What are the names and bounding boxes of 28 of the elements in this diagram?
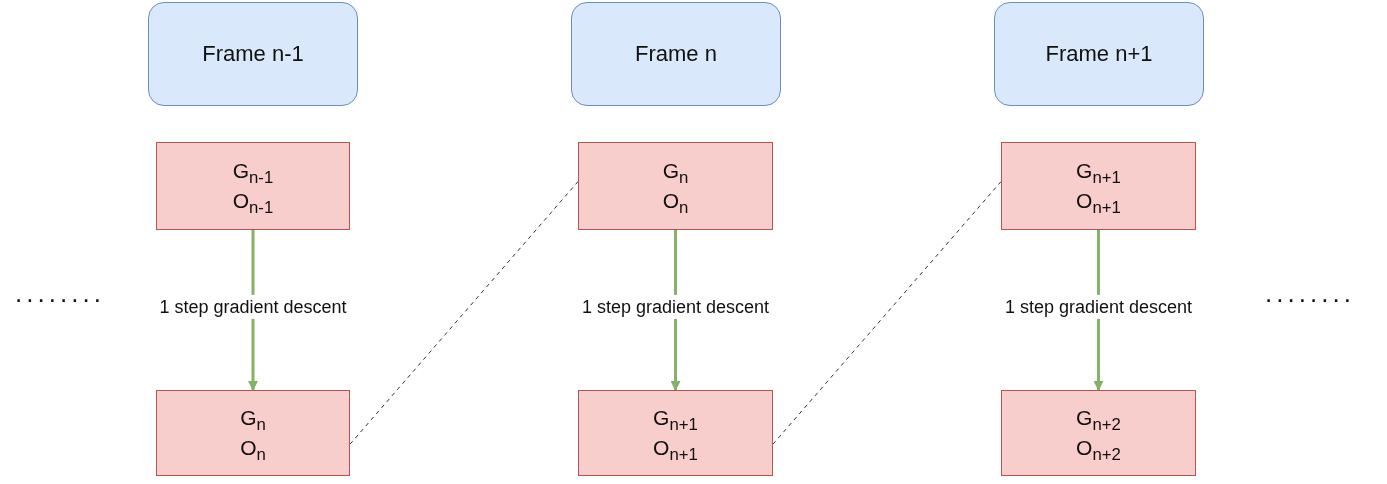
node-text: Frame n-1 — [202, 40, 304, 69]
node-text: O$_{n-1}$ — [232, 188, 274, 217]
frame-box — [994, 2, 1204, 106]
node-text: G$_{n+1}$ — [1076, 157, 1121, 186]
state-box — [1001, 390, 1196, 476]
node-text: G$_{n+2}$ — [1076, 404, 1121, 433]
frame-box — [148, 2, 358, 106]
node-text: O$_{n+1}$ — [653, 435, 698, 464]
node-text: O$_{n}$ — [240, 435, 266, 464]
state-box — [578, 390, 773, 476]
ellipsis-dots: ........ — [1264, 280, 1356, 306]
dashed-line — [349, 181, 579, 445]
frame-box — [571, 2, 781, 106]
node-text: Frame n+1 — [1045, 40, 1153, 69]
node-text: O$_{n+2}$ — [1076, 435, 1121, 464]
state-box — [1001, 142, 1196, 230]
node-text: Frame n — [635, 40, 717, 69]
state-box — [156, 390, 350, 476]
node-text: G$_{n}$ — [662, 157, 689, 186]
node-text: G$_{n}$ — [240, 404, 266, 433]
node-text: G$_{n+1}$ — [653, 404, 698, 433]
node-text: O$_{n+1}$ — [1076, 188, 1121, 217]
state-box — [578, 142, 773, 230]
dashed-line — [772, 181, 1002, 445]
ellipsis-dots: ........ — [14, 280, 106, 306]
node-text: G$_{n-1}$ — [232, 157, 274, 186]
node-text: O$_{n}$ — [662, 188, 689, 217]
state-box — [156, 142, 350, 230]
